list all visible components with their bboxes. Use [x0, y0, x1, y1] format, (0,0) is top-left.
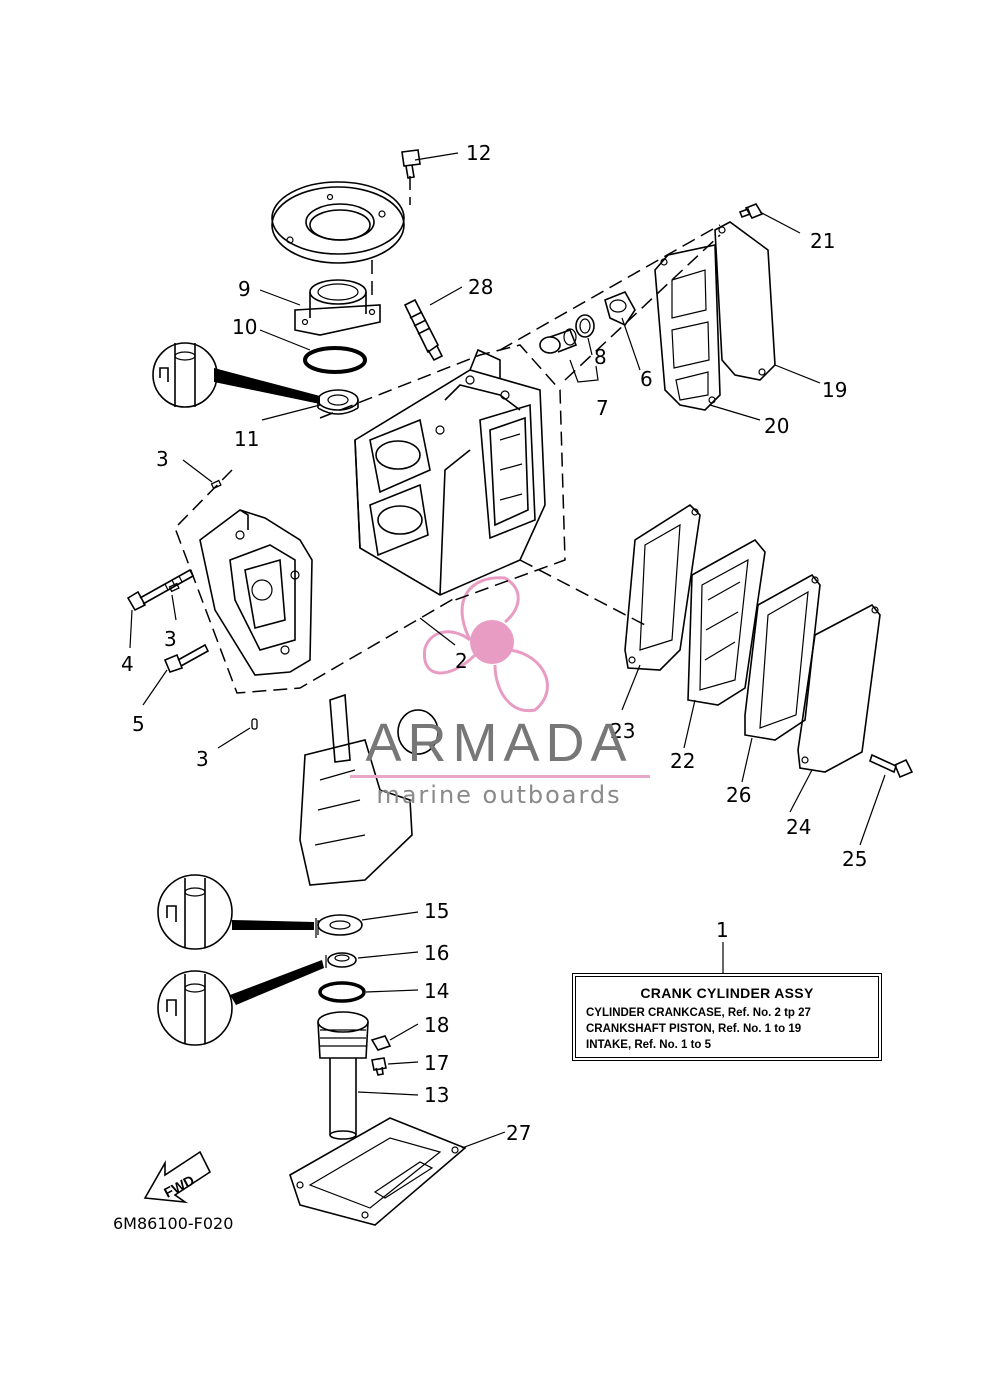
label-10: 10 — [232, 315, 257, 339]
part-22-reed-valve — [687, 538, 766, 706]
assembly-dashed-lines — [174, 176, 721, 694]
part-21-bolt — [738, 203, 764, 219]
label-4: 4 — [121, 652, 134, 676]
part-15-oil-seal — [315, 914, 363, 938]
part-6-cover — [604, 290, 636, 327]
fwd-arrow-icon: FWD — [143, 1150, 212, 1204]
watermark-divider — [350, 775, 650, 778]
part-number-labels: 1 2 3 3 3 3 4 5 6 7 8 9 10 11 12 13 14 1… — [121, 141, 867, 1145]
part-4-bolt — [126, 568, 195, 612]
label-26: 26 — [726, 783, 751, 807]
part-2-cylinder-block — [354, 348, 546, 596]
label-2: 2 — [455, 649, 468, 673]
label-23: 23 — [610, 719, 635, 743]
part-11-oil-seal — [317, 389, 359, 415]
label-3c: 3 — [196, 747, 209, 771]
leader-lines — [129, 152, 886, 1149]
part-18-nut — [370, 1035, 392, 1051]
part-13-sleeve — [317, 1011, 369, 1140]
watermark-tagline: marine outboards — [376, 781, 622, 809]
part-24-cover — [797, 603, 881, 773]
label-3a: 3 — [156, 447, 169, 471]
drawing-code: 6M86100-F020 — [113, 1214, 234, 1233]
label-6: 6 — [640, 367, 653, 391]
assembly-legend-box: CRANK CYLINDER ASSY CYLINDER CRANKCASE, … — [572, 973, 882, 1061]
grease-seal-icon — [152, 342, 320, 408]
part-5-bolt — [163, 643, 210, 673]
part-10-o-ring — [303, 346, 367, 374]
part-7-thermostat — [539, 328, 578, 354]
label-28: 28 — [468, 275, 493, 299]
part-20-gasket — [654, 244, 721, 411]
label-1: 1 — [716, 918, 729, 942]
label-13: 13 — [424, 1083, 449, 1107]
part-14-o-ring — [318, 981, 366, 1003]
part-crankshaft — [299, 693, 439, 886]
part-crankcase — [199, 509, 313, 676]
part-upper-housing-plate — [271, 181, 405, 264]
part-19-cover — [714, 221, 776, 381]
label-15: 15 — [424, 899, 449, 923]
label-19: 19 — [822, 378, 847, 402]
propeller-logo-icon — [423, 576, 549, 713]
watermark-brand: ARMADA — [365, 713, 633, 773]
part-23-gasket — [624, 503, 701, 671]
fwd-label: FWD — [161, 1172, 197, 1201]
label-18: 18 — [424, 1013, 449, 1037]
legend-title: CRANK CYLINDER ASSY — [640, 985, 814, 1001]
label-7: 7 — [596, 396, 609, 420]
label-25: 25 — [842, 847, 867, 871]
part-25-bolt — [869, 753, 914, 779]
label-24: 24 — [786, 815, 811, 839]
legend-line: CRANKSHAFT PISTON, Ref. No. 1 to 19 — [586, 1023, 802, 1035]
label-9: 9 — [238, 277, 251, 301]
label-8: 8 — [594, 345, 607, 369]
label-3b: 3 — [164, 627, 177, 651]
grease-seal-icon — [157, 960, 324, 1046]
legend-line: INTAKE, Ref. No. 1 to 5 — [586, 1039, 712, 1051]
label-14: 14 — [424, 979, 449, 1003]
label-27: 27 — [506, 1121, 531, 1145]
part-3-dowel — [251, 718, 258, 730]
grease-seal-icon — [157, 874, 314, 950]
part-9-housing — [294, 279, 381, 336]
part-26-gasket — [744, 573, 821, 741]
part-16-seal — [325, 952, 357, 968]
part-3-dowel — [168, 582, 180, 593]
label-20: 20 — [764, 414, 789, 438]
part-27-gasket — [289, 1117, 467, 1226]
label-21: 21 — [810, 229, 835, 253]
part-3-dowel — [210, 479, 222, 490]
part-12-bolt — [401, 149, 421, 179]
label-5: 5 — [132, 712, 145, 736]
label-17: 17 — [424, 1051, 449, 1075]
label-12: 12 — [466, 141, 491, 165]
part-8-gasket — [575, 314, 595, 338]
label-22: 22 — [670, 749, 695, 773]
label-11: 11 — [234, 427, 259, 451]
legend-line: CYLINDER CRANKCASE, Ref. No. 2 tp 27 — [586, 1007, 811, 1019]
part-28-spark-plug — [403, 298, 444, 362]
label-16: 16 — [424, 941, 449, 965]
part-17-bolt — [371, 1057, 387, 1076]
